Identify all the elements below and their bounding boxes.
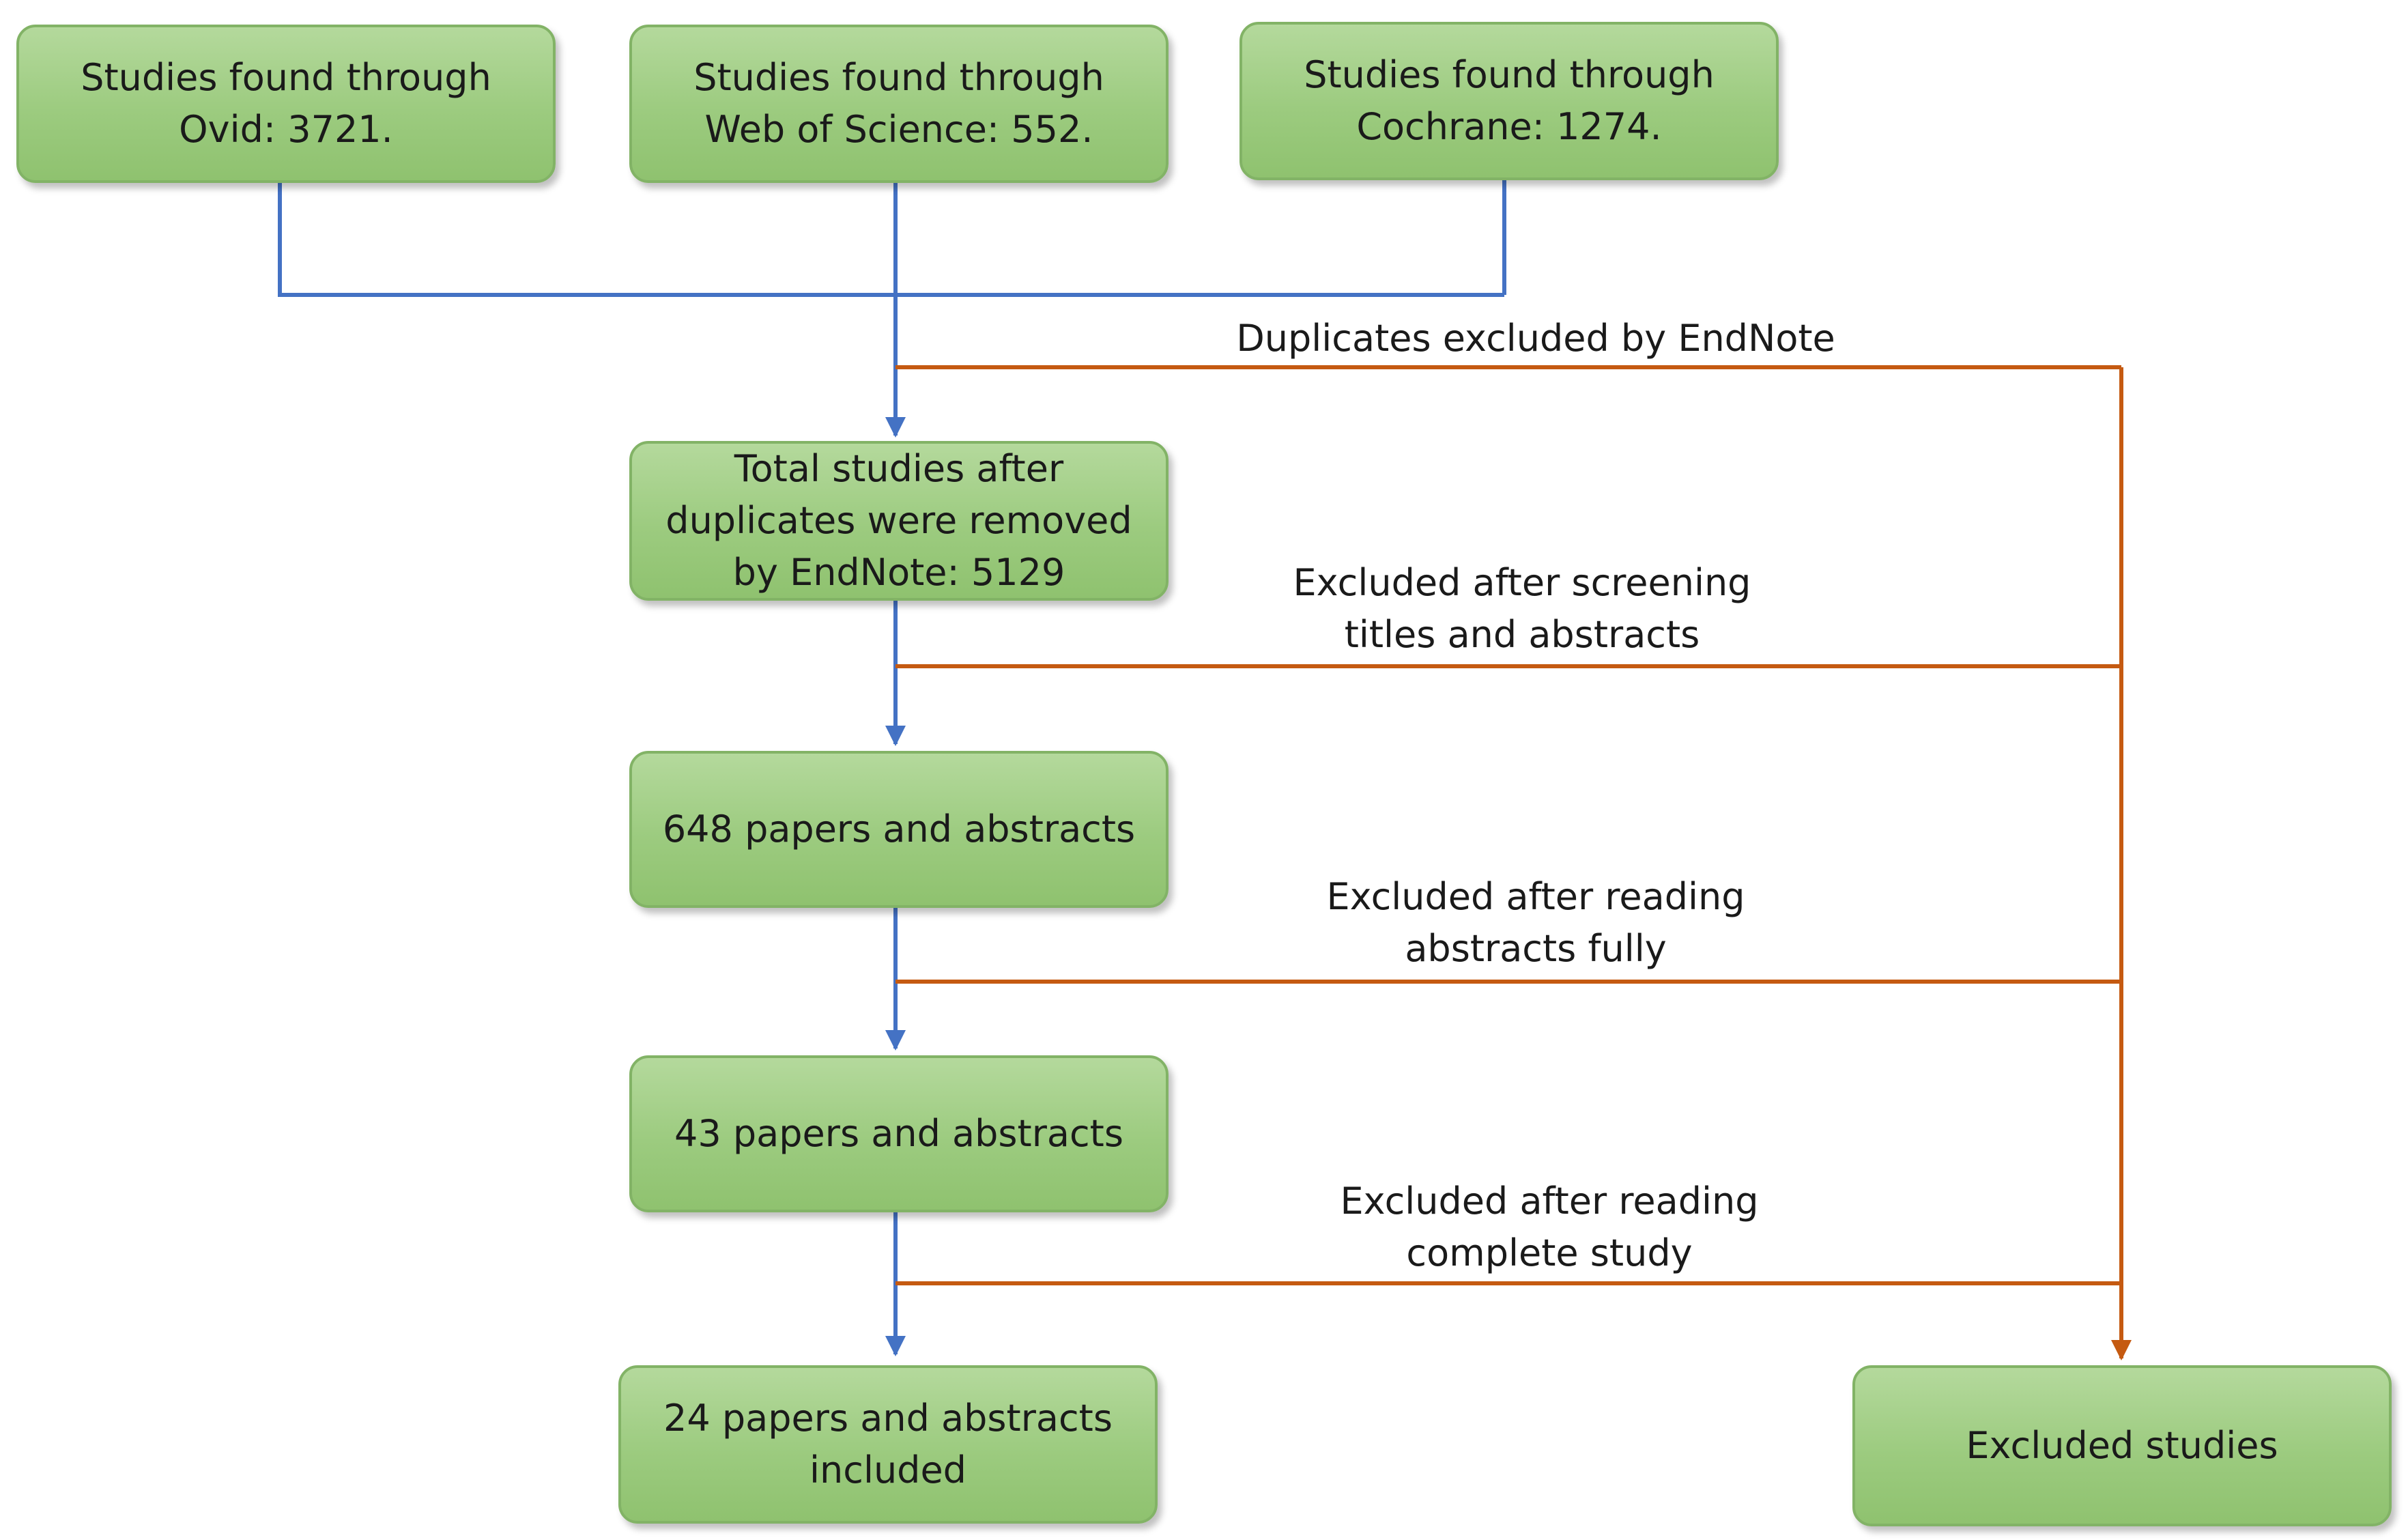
exclusion-label-abstracts: Excluded after reading abstracts fully	[1326, 875, 1745, 970]
source-ovid-text: Studies found through Ovid: 3721.	[81, 56, 491, 151]
exclusion-label-complete: Excluded after reading complete study	[1340, 1180, 1759, 1274]
step-box-648-papers: 648 papers and abstracts	[629, 751, 1169, 908]
flow-line-ovid	[278, 183, 1504, 297]
source-box-cochrane: Studies found through Cochrane: 1274.	[1239, 22, 1779, 180]
source-cochrane-text: Studies found through Cochrane: 1274.	[1304, 53, 1715, 148]
source-box-web-of-science: Studies found through Web of Science: 55…	[629, 25, 1169, 183]
step-excluded-text: Excluded studies	[1966, 1424, 2278, 1467]
step-box-excluded-studies: Excluded studies	[1852, 1365, 2392, 1526]
step-box-43-papers: 43 papers and abstracts	[629, 1055, 1169, 1212]
step-24-papers-text: 24 papers and abstracts included	[663, 1397, 1113, 1492]
step-after-duplicates-text: Total studies after duplicates were remo…	[665, 447, 1132, 594]
step-648-papers-text: 648 papers and abstracts	[662, 808, 1136, 851]
step-box-after-duplicates: Total studies after duplicates were remo…	[629, 441, 1169, 601]
step-box-24-papers-included: 24 papers and abstracts included	[618, 1365, 1158, 1524]
exclusion-label-duplicates: Duplicates excluded by EndNote	[1236, 317, 1835, 360]
source-box-ovid: Studies found through Ovid: 3721.	[16, 25, 556, 183]
step-43-papers-text: 43 papers and abstracts	[674, 1112, 1123, 1155]
exclusion-label-screening: Excluded after screening titles and abst…	[1293, 561, 1751, 656]
source-web-of-science-text: Studies found through Web of Science: 55…	[693, 56, 1104, 151]
